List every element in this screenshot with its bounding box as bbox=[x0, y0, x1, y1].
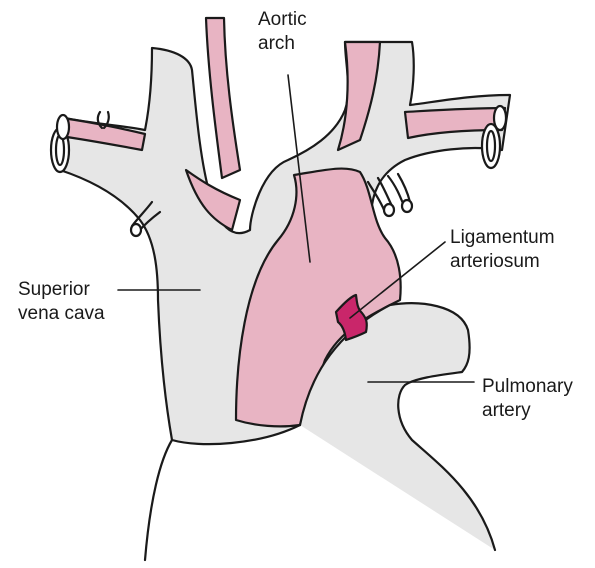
pulmonary-artery-shape bbox=[298, 302, 497, 552]
heart-outline-left bbox=[143, 438, 174, 562]
label-pulmonary-artery: Pulmonary artery bbox=[482, 375, 573, 423]
right-artery-ring bbox=[492, 104, 508, 132]
left-small-vein-end bbox=[129, 222, 143, 238]
right-small-branch-2-end bbox=[400, 198, 414, 214]
label-superior-vena-cava-line-1: Superior bbox=[18, 279, 90, 300]
right-small-branch-1-end bbox=[382, 202, 396, 218]
label-pulmonary-artery-line-1: Pulmonary bbox=[482, 376, 573, 397]
label-aortic-arch: Aortic arch bbox=[258, 8, 307, 56]
leader-line-ligamentum-arteriosum bbox=[349, 241, 446, 319]
left-pink-branch-shape bbox=[58, 116, 147, 152]
label-ligamentum-arteriosum: Ligamentum arteriosum bbox=[450, 226, 555, 274]
label-superior-vena-cava: Superior vena cava bbox=[18, 278, 105, 326]
label-aortic-arch-line-2: arch bbox=[258, 33, 295, 54]
left-common-carotid-artery-shape bbox=[204, 16, 242, 180]
top-small-vein-branch bbox=[96, 110, 110, 130]
label-superior-vena-cava-line-2: vena cava bbox=[18, 303, 105, 324]
leader-line-aortic-arch bbox=[287, 74, 311, 263]
label-pulmonary-artery-line-2: artery bbox=[482, 400, 531, 421]
left-subclavian-artery-shape bbox=[336, 40, 382, 152]
label-ligamentum-arteriosum-line-1: Ligamentum bbox=[450, 227, 555, 248]
right-vein-ring-outer bbox=[480, 122, 502, 170]
left-artery-ring bbox=[55, 113, 71, 141]
label-aortic-arch-line-1: Aortic bbox=[258, 9, 307, 30]
brachiocephalic-trunk-shape bbox=[184, 168, 242, 232]
label-ligamentum-arteriosum-line-2: arteriosum bbox=[450, 251, 540, 272]
right-vein-ring-inner bbox=[485, 129, 497, 163]
